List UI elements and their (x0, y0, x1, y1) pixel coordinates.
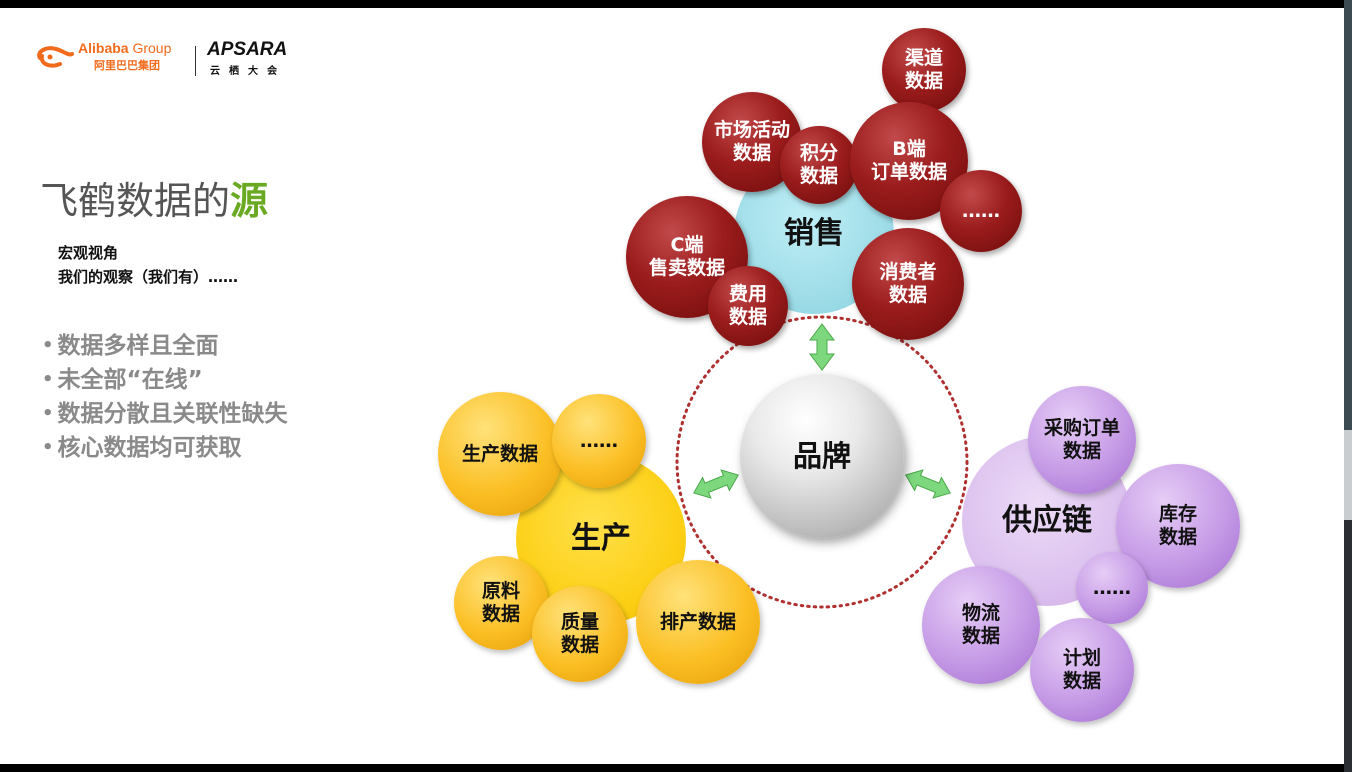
arrow-supply-brand (904, 469, 952, 499)
bullet-item: •数据多样且全面 (42, 333, 219, 359)
window-edge-strip (1344, 0, 1352, 772)
bullet-item: •数据分散且关联性缺失 (42, 401, 288, 427)
brand-dotted-ring (675, 315, 969, 609)
logo-divider (195, 46, 196, 76)
connector-layer (675, 315, 969, 609)
supply-item-more: …… (1076, 552, 1148, 624)
sales-item-points: 积分 数据 (780, 126, 858, 204)
production-item-scheduling: 排产数据 (636, 560, 760, 684)
production-item-more: …… (552, 394, 646, 488)
arrow-production-brand (692, 469, 740, 499)
alibaba-wordmark: Alibaba Group (78, 40, 172, 56)
supply-item-planning: 计划 数据 (1030, 618, 1134, 722)
title-highlight: 源 (230, 179, 269, 223)
apsara-cn-wordmark: 云栖大会 (210, 66, 286, 77)
bullet-item: •核心数据均可获取 (42, 435, 242, 461)
sales-item-more: …… (940, 170, 1022, 252)
production-item-quality: 质量 数据 (532, 586, 628, 682)
production-item-production-data: 生产数据 (438, 392, 562, 516)
sales-item-consumer: 消费者 数据 (852, 228, 964, 340)
subtitle-line-2: 我们的观察（我们有）…… (58, 268, 239, 286)
sales-item-channel: 渠道 数据 (882, 28, 966, 112)
slide: Alibaba Group 阿里巴巴集团 APSARA 云栖大会 飞鹤数据的源 … (0, 8, 1344, 764)
bullet-item: •未全部“在线” (42, 367, 203, 393)
alibaba-logo-icon (37, 46, 74, 68)
slide-title: 飞鹤数据的源 (40, 179, 269, 223)
alibaba-cn-wordmark: 阿里巴巴集团 (94, 59, 160, 72)
brand-hub: 品牌 (740, 374, 904, 538)
supply-item-purchase-orders: 采购订单 数据 (1028, 386, 1136, 494)
apsara-wordmark: APSARA (207, 39, 288, 60)
supply-item-logistics: 物流 数据 (922, 566, 1040, 684)
subtitle-line-1: 宏观视角 (58, 244, 119, 262)
arrow-sales-brand (809, 323, 835, 371)
sales-item-expense: 费用 数据 (708, 266, 788, 346)
bullet-list: •数据多样且全面 •未全部“在线” •数据分散且关联性缺失 •核心数据均可获取 (42, 326, 288, 462)
